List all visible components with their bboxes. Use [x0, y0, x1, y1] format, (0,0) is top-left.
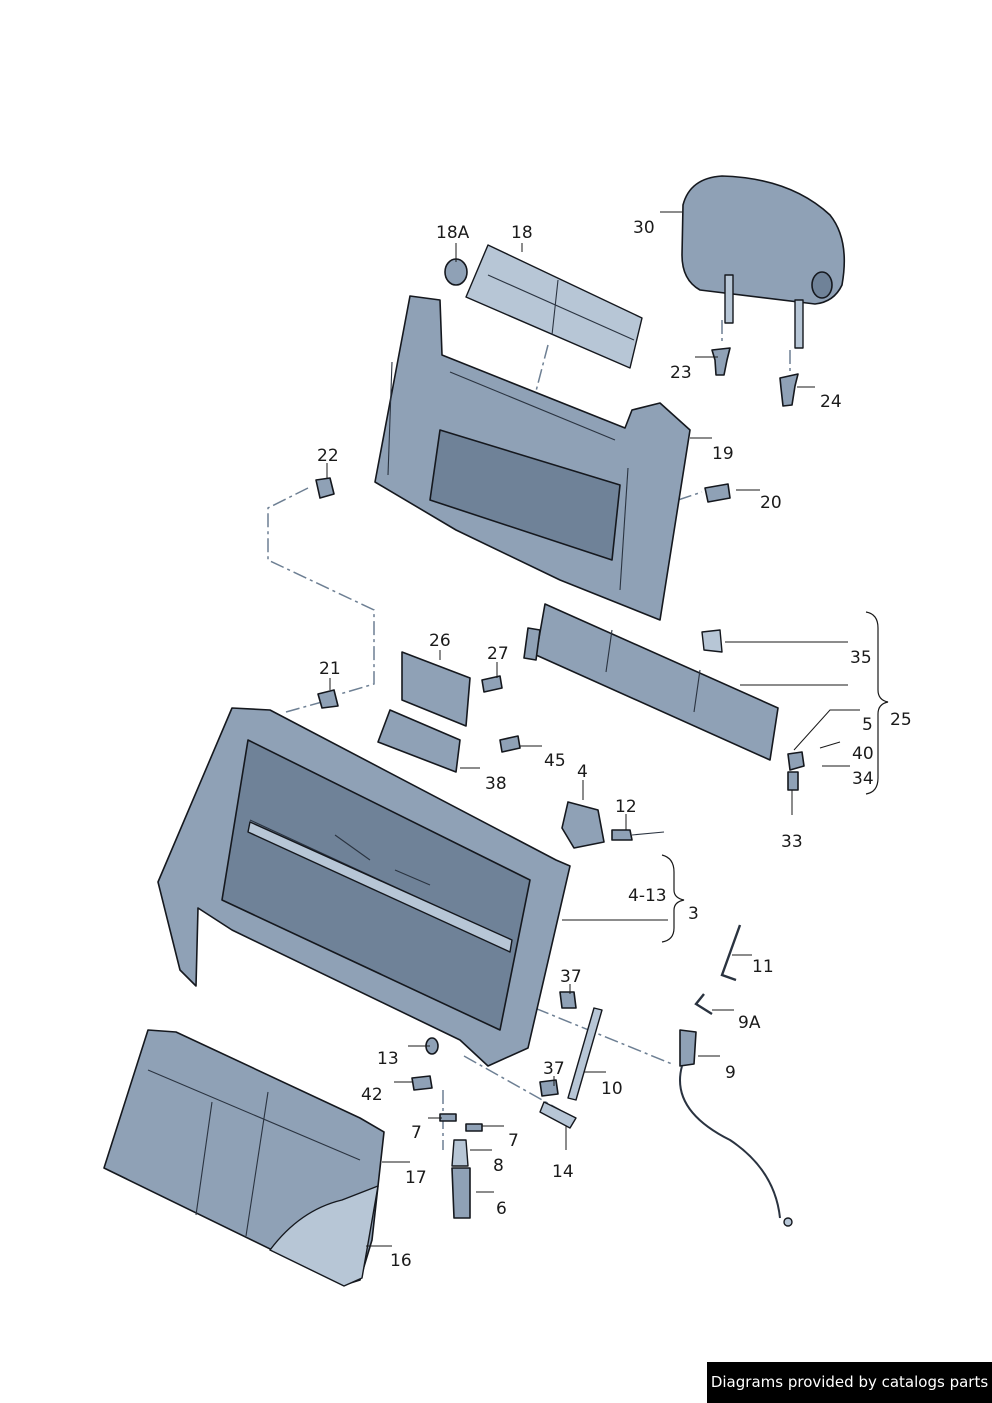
callout-11: 11 — [752, 957, 774, 977]
callout-34: 34 — [852, 769, 874, 789]
callout-13: 13 — [377, 1049, 399, 1069]
screw-45 — [499, 735, 521, 753]
callout-25: 25 — [890, 710, 912, 730]
callout-10: 10 — [601, 1079, 623, 1099]
callout-18a: 18A — [436, 223, 470, 243]
callout-38: 38 — [485, 774, 507, 794]
callout-24: 24 — [820, 392, 842, 412]
callout-14: 14 — [552, 1162, 574, 1182]
callout-9: 9 — [725, 1063, 736, 1083]
bolt-21 — [317, 689, 339, 709]
headrest-guide-23 — [711, 347, 731, 376]
lock-housing-26 — [401, 651, 471, 727]
callout-18: 18 — [511, 223, 533, 243]
callout-7-left: 7 — [411, 1123, 422, 1143]
screw-37-upper — [559, 991, 577, 1009]
gas-strut-10 — [567, 1007, 603, 1101]
callout-19: 19 — [712, 444, 734, 464]
callout-37-upper: 37 — [560, 967, 582, 987]
callout-9a: 9A — [738, 1013, 761, 1033]
screw-42 — [411, 1075, 433, 1091]
screw-37-lower — [539, 1079, 559, 1097]
callout-16: 16 — [390, 1251, 412, 1271]
pin-14 — [539, 1101, 577, 1129]
foam-pad-16 — [269, 1185, 379, 1287]
clip-9a — [694, 993, 713, 1016]
callout-27: 27 — [487, 644, 509, 664]
callout-21: 21 — [319, 659, 341, 679]
callout-20: 20 — [760, 493, 782, 513]
credit-banner: Diagrams provided by catalogs parts — [707, 1362, 992, 1403]
callout-30: 30 — [633, 218, 655, 238]
callout-42: 42 — [361, 1085, 383, 1105]
clip-18a — [444, 258, 468, 286]
callout-40: 40 — [852, 744, 874, 764]
latch-4 — [561, 801, 605, 849]
callout-7-right: 7 — [508, 1131, 519, 1151]
callout-45: 45 — [544, 751, 566, 771]
bolt-22 — [315, 477, 335, 499]
callout-26: 26 — [429, 631, 451, 651]
callout-labels: 30 18A 18 23 24 19 22 20 26 27 21 35 25 … — [317, 218, 912, 1271]
callout-12: 12 — [615, 797, 637, 817]
bracket-38 — [377, 709, 461, 773]
callout-17: 17 — [405, 1168, 427, 1188]
callout-23: 23 — [670, 363, 692, 383]
callout-35: 35 — [850, 648, 872, 668]
callout-4: 4 — [577, 762, 588, 782]
rod-11 — [720, 924, 742, 982]
pin-7-right — [465, 1123, 483, 1132]
brace-3 — [661, 854, 685, 943]
callout-22: 22 — [317, 446, 339, 466]
callout-5: 5 — [862, 715, 873, 735]
callout-33: 33 — [781, 832, 803, 852]
brace-25 — [865, 611, 889, 795]
screw-27 — [481, 675, 503, 693]
hinge-rail-35 — [523, 603, 805, 791]
callout-4-13: 4-13 — [628, 886, 667, 906]
callout-8: 8 — [493, 1156, 504, 1176]
leader-lines — [326, 211, 860, 1247]
callout-3: 3 — [688, 904, 699, 924]
spring-8 — [451, 1139, 469, 1167]
cover-panel-18 — [465, 244, 643, 369]
callout-37-lower: 37 — [543, 1059, 565, 1079]
backrest-frame — [374, 295, 691, 621]
release-cable-9 — [679, 1029, 793, 1227]
pin-7-left — [439, 1113, 457, 1122]
screw-12 — [611, 829, 665, 841]
callout-6: 6 — [496, 1199, 507, 1219]
bolt-20 — [704, 483, 731, 503]
headrest — [681, 175, 846, 349]
seat-backrest-shell — [157, 707, 571, 1067]
sleeve-6 — [451, 1167, 471, 1219]
headrest-guide-24 — [779, 373, 799, 407]
